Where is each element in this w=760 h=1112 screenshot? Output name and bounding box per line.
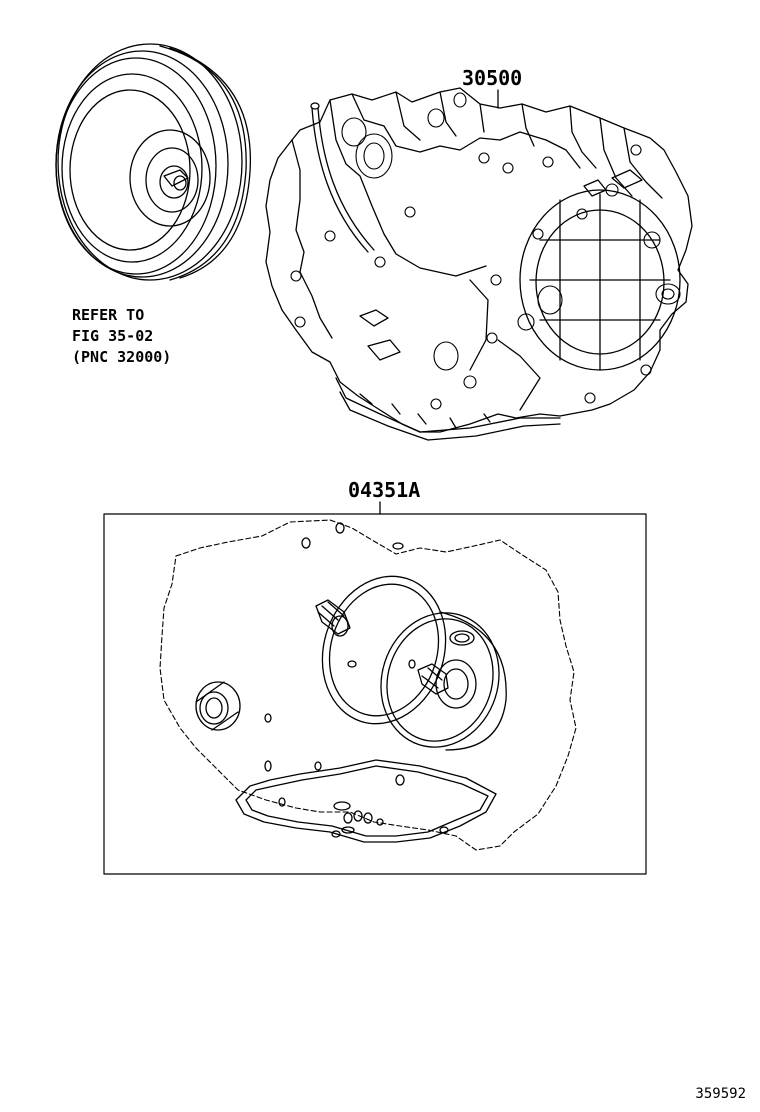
- reference-note-line3: (PNC 32000): [72, 348, 172, 366]
- torque-converter: [55, 43, 252, 281]
- gasket-kit: [159, 519, 577, 851]
- reference-note: REFER TO FIG 35-02 (PNC 32000): [72, 305, 171, 368]
- part-number-04351a: 04351A: [348, 478, 421, 502]
- reference-note-line1: REFER TO: [72, 306, 145, 324]
- reference-note-line2: FIG 35-02: [72, 327, 154, 345]
- gasket-kit-frame: [103, 513, 647, 875]
- figure-number: 359592: [695, 1086, 746, 1102]
- transmission-assembly: [265, 87, 693, 441]
- part-number-30500: 30500: [462, 66, 523, 90]
